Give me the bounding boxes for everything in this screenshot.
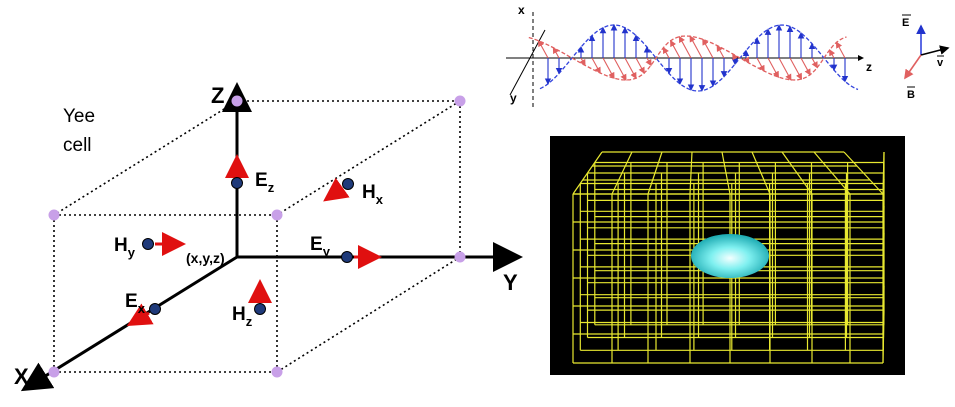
field-ey <box>341 245 382 269</box>
axis-label-z: Z <box>211 83 224 108</box>
h-field-arrow <box>624 57 637 80</box>
h-wave-curve <box>528 35 847 81</box>
triad-label-b: B <box>907 89 915 101</box>
h-field-arrow <box>613 57 627 81</box>
field-ex <box>126 303 161 327</box>
yee-title-line2: cell <box>63 135 92 156</box>
wave-label-y: y <box>510 91 517 105</box>
field-ez <box>225 154 249 189</box>
h-field-arrow <box>662 46 670 59</box>
h-field-arrow <box>602 57 615 80</box>
e-field-wave <box>539 23 859 92</box>
h-field-arrow <box>756 57 765 73</box>
triad-label-v: v <box>937 57 944 69</box>
fdtd-mesh-image <box>550 136 905 375</box>
label-ey: Ey <box>310 234 331 259</box>
h-field-arrow <box>811 57 818 69</box>
label-ex: Ex <box>125 291 146 316</box>
scatterer-blob <box>691 234 769 278</box>
triad-label-e: E <box>902 17 909 29</box>
h-field-arrow <box>552 46 560 59</box>
h-field-arrow <box>732 52 739 61</box>
h-field-arrow <box>829 49 836 59</box>
label-hx: Hx <box>362 182 384 207</box>
h-field-arrow <box>678 35 692 59</box>
vector-triad: E v B <box>902 14 950 101</box>
h-field-arrow <box>789 57 803 80</box>
h-field-arrow <box>835 41 846 59</box>
h-field-arrow <box>702 38 714 59</box>
h-field-arrow <box>538 39 549 59</box>
h-field-arrow <box>778 57 792 81</box>
h-field-wave <box>528 35 847 81</box>
axis-label-x: X <box>14 364 29 389</box>
h-field-arrow <box>635 57 645 74</box>
h-field-arrow <box>716 44 725 59</box>
yee-title-line1: Yee <box>63 106 95 127</box>
h-field-arrow <box>645 57 652 67</box>
h-field-arrow <box>743 56 750 64</box>
h-field-arrow <box>800 57 811 76</box>
yee-cell-diagram: Yee cell Z Y X (x,y,z) Ez Hx Hy Ey Ex Hz <box>14 82 523 392</box>
field-hy <box>142 232 186 256</box>
cube-nodes <box>48 95 466 378</box>
origin-label: (x,y,z) <box>186 250 225 266</box>
field-hx <box>323 177 354 202</box>
wave-label-x: x <box>518 3 525 17</box>
h-field-arrow <box>579 57 586 67</box>
h-field-arrow <box>591 57 601 74</box>
field-hz <box>248 279 272 315</box>
h-field-arrow <box>689 35 703 59</box>
axis-label-y: Y <box>503 270 518 295</box>
em-wave-diagram: x y z <box>506 3 872 108</box>
wave-y-axis <box>509 29 546 96</box>
label-ez: Ez <box>255 170 275 195</box>
label-hz: Hz <box>232 304 253 329</box>
cube-edges <box>53 100 461 373</box>
h-field-arrow <box>767 57 779 79</box>
label-hy: Hy <box>114 235 136 260</box>
wave-label-z: z <box>866 60 872 74</box>
h-field-arrow <box>670 39 681 59</box>
